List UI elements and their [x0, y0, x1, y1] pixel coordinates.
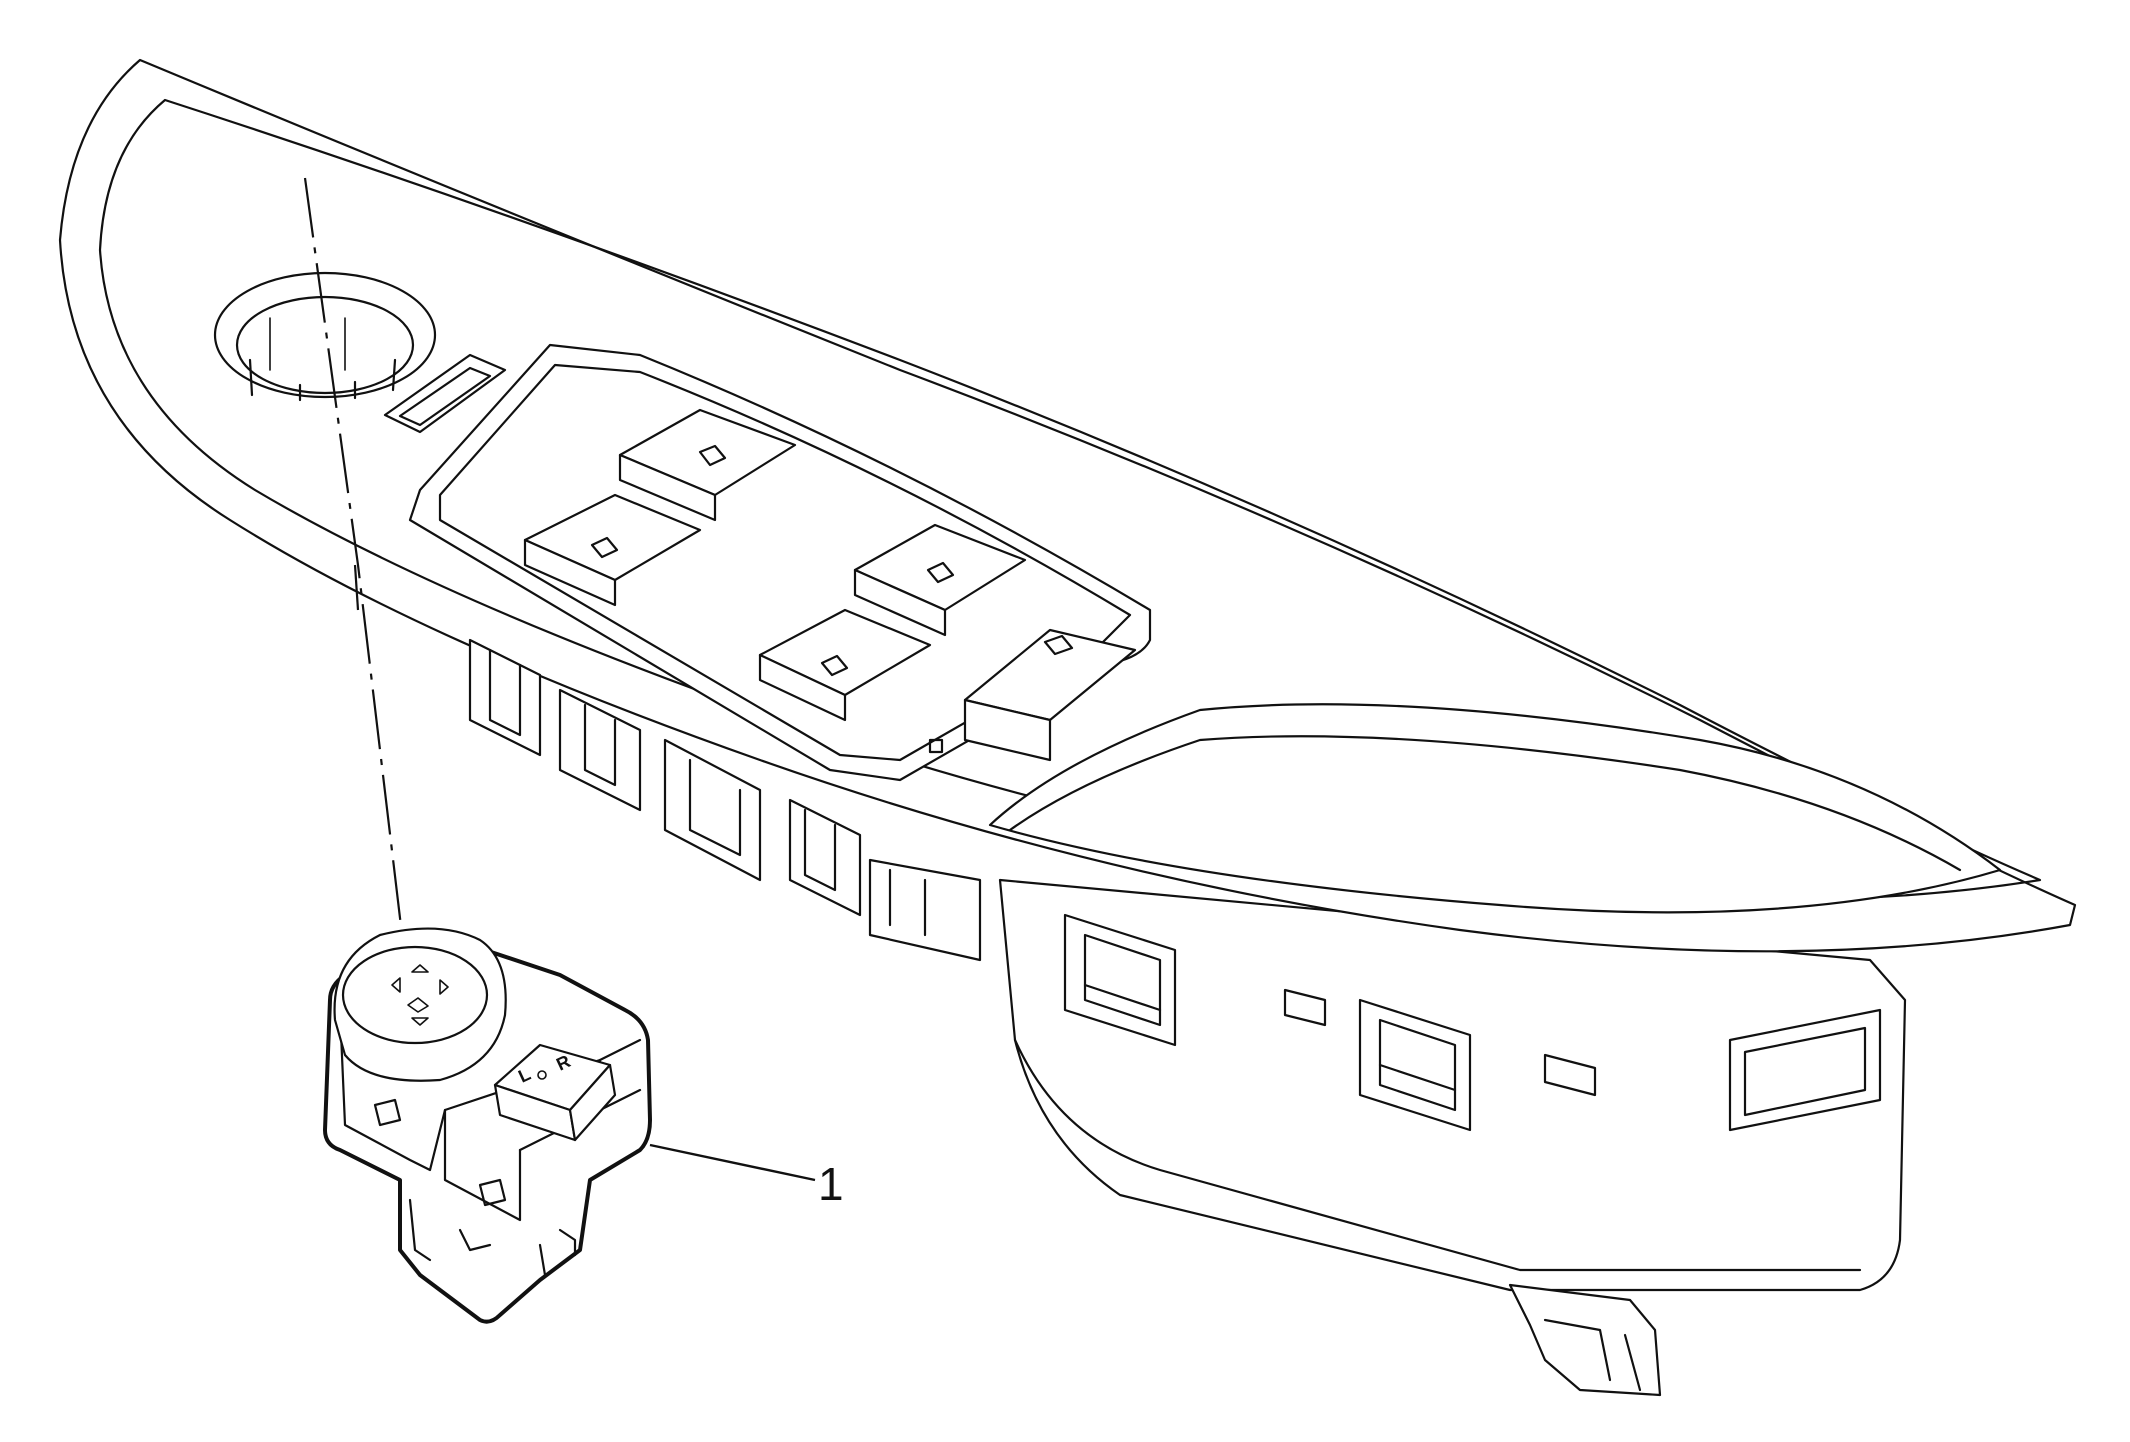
- housing-clip-windows: [1063, 913, 1882, 1132]
- window-switch-front-right: [523, 493, 702, 607]
- window-lockout-switch: [928, 628, 1137, 762]
- window-switch-rear-right: [758, 608, 932, 722]
- window-switch-front-left: [618, 408, 797, 522]
- storage-pocket: [988, 703, 2002, 914]
- window-switch-rear-left: [853, 523, 1027, 637]
- mirror-adjust-knob: [333, 927, 507, 1082]
- switch-bezel-panel: [58, 58, 2077, 1397]
- left-right-selector-switch: L R: [493, 1043, 617, 1142]
- installation-centerline: [303, 177, 407, 961]
- lock-button: [383, 353, 507, 434]
- knob-center-mark: [407, 997, 429, 1013]
- callout-leader-line: [649, 1143, 816, 1182]
- bezel-connectors: [468, 638, 982, 962]
- bezel-bottom-clip: [1508, 1283, 1662, 1397]
- outside-mirror-switch: L R: [323, 927, 652, 1324]
- knob-direction-arrows: [391, 964, 449, 1026]
- callout-1: 1: [649, 1143, 844, 1210]
- finger-pull-recess: [213, 271, 437, 402]
- callout-label-1: 1: [818, 1158, 844, 1210]
